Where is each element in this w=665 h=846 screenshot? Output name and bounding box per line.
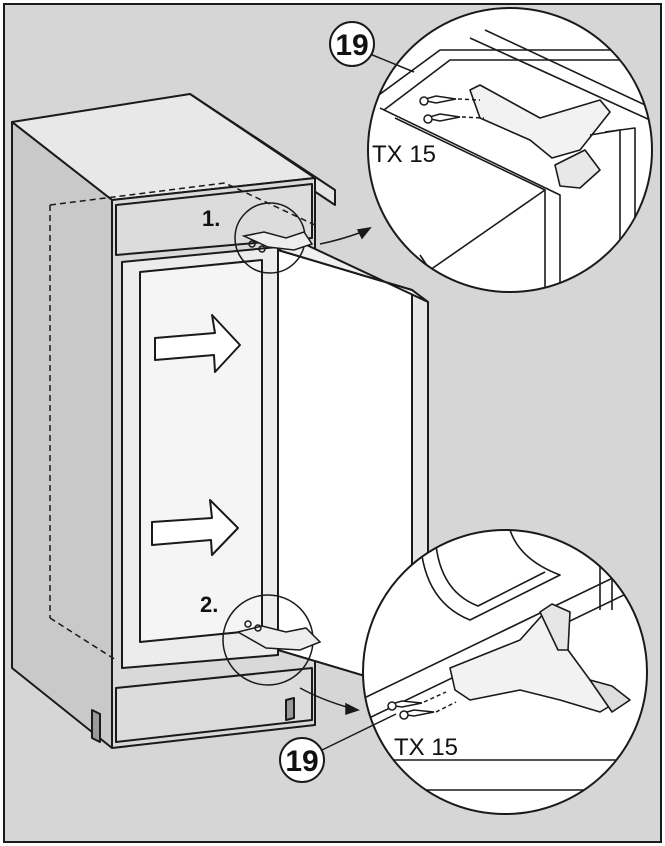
top-part-number: 19 <box>335 29 368 62</box>
top-detail-inset <box>367 7 653 293</box>
right-arrow-icon <box>154 314 241 373</box>
screw-paths-bottom <box>423 691 457 713</box>
appliance-outline <box>49 182 316 661</box>
bottom-tool-label: TX 15 <box>394 734 458 761</box>
hinge-icon <box>387 700 435 720</box>
step-2-label: 2. <box>200 592 218 617</box>
bottom-detail-inset <box>362 529 648 815</box>
screw-icon <box>419 95 461 124</box>
door-panel <box>277 239 429 691</box>
hinge-detail-marker-bottom <box>222 594 322 686</box>
bottom-part-number: 19 <box>285 745 318 778</box>
top-part-callout: 19 <box>329 21 415 73</box>
bottom-part-callout: 19 <box>279 713 397 783</box>
right-arrow-icon <box>151 499 239 556</box>
leader-arrows <box>299 226 372 716</box>
step-1-label: 1. <box>202 206 220 231</box>
screw-paths <box>457 98 485 119</box>
top-tool-label: TX 15 <box>372 141 436 168</box>
hinge-detail-marker-top <box>234 202 314 274</box>
